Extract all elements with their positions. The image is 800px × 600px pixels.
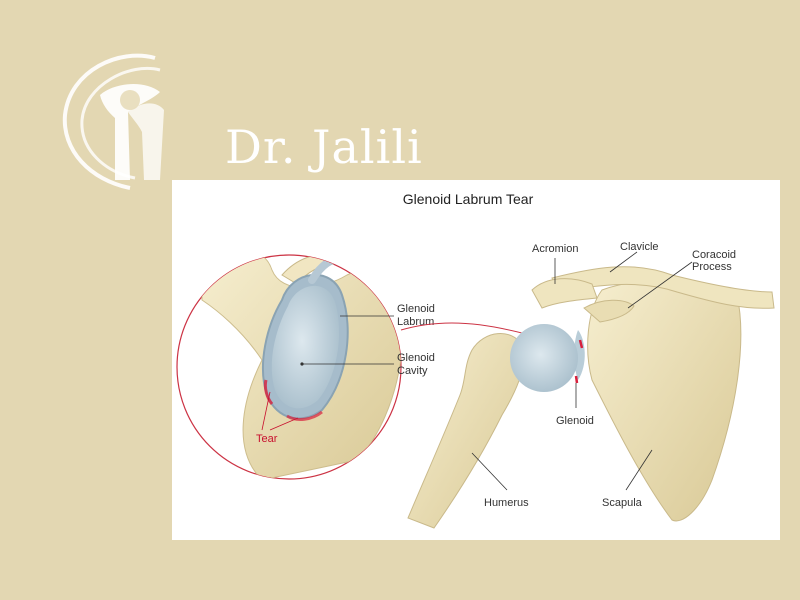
label-humerus: Humerus (484, 497, 529, 509)
label-coracoid-process-2: Process (692, 261, 732, 273)
glenoid-labrum-diagram: Glenoid Labrum Tear Glenoid (172, 180, 780, 540)
label-glenoid-labrum-1: Glenoid (397, 303, 435, 315)
label-clavicle: Clavicle (620, 241, 659, 253)
diagram-title: Glenoid Labrum Tear (403, 191, 534, 207)
label-glenoid-cavity-2: Cavity (397, 365, 428, 377)
brand-name: Dr. Jalili (225, 120, 423, 174)
label-acromion: Acromion (532, 243, 578, 255)
diagram-panel: Glenoid Labrum Tear Glenoid (172, 180, 780, 540)
label-tear: Tear (256, 433, 278, 445)
inset-detail: Glenoid Labrum Glenoid Cavity Tear (177, 251, 435, 480)
label-coracoid-process-1: Coracoid (692, 249, 736, 261)
shoulder-anatomy (408, 267, 774, 528)
brand-logo: Dr. Jalili (60, 40, 380, 190)
label-glenoid: Glenoid (556, 415, 594, 427)
label-scapula: Scapula (602, 497, 643, 509)
label-glenoid-cavity-1: Glenoid (397, 352, 435, 364)
